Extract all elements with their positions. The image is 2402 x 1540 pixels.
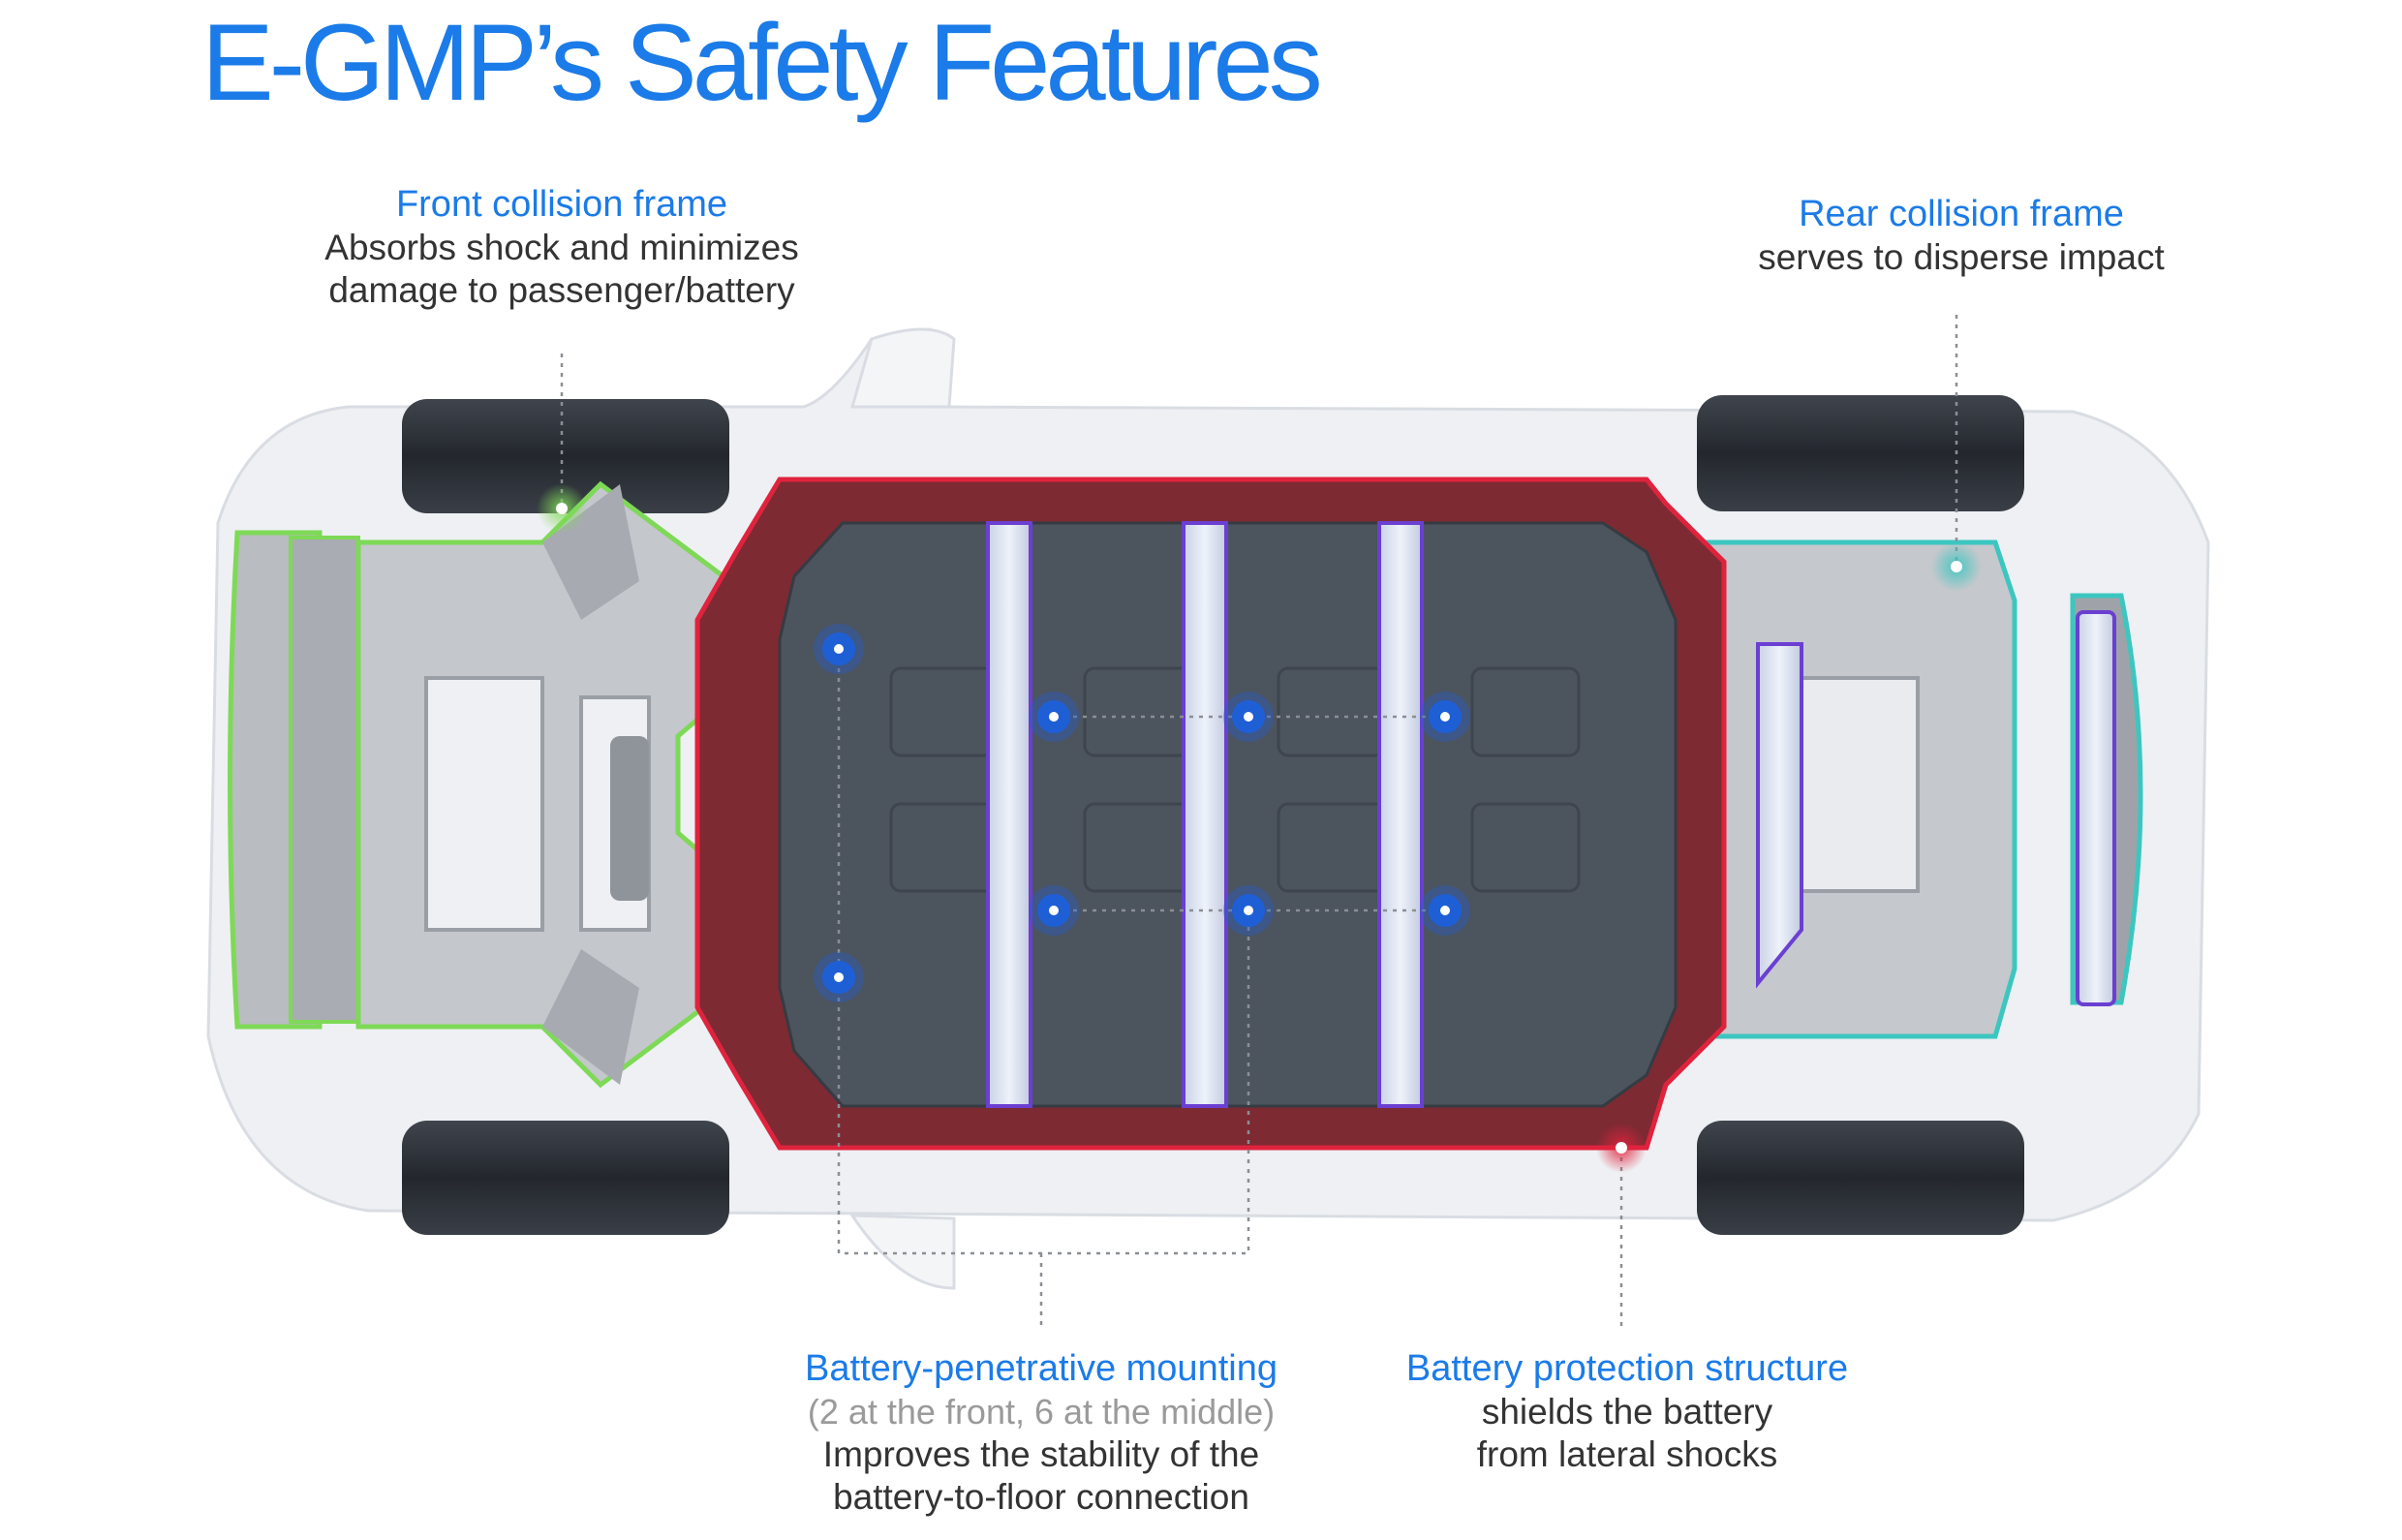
callout-front-collision-frame: Front collision frame Absorbs shock and … (271, 182, 852, 312)
protection-structure-marker (1596, 1123, 1647, 1173)
battery-cross-bar-3 (1377, 521, 1424, 1108)
callout-description-line: Improves the stability of the (822, 1434, 1260, 1474)
wheel-rear-left (1697, 395, 2024, 511)
side-mirror-right (849, 1214, 956, 1290)
callout-battery-protection: Battery protection structure shields the… (1337, 1346, 1918, 1476)
callout-description-line: from lateral shocks (1476, 1434, 1778, 1474)
page-title: E-GMP’s Safety Features (201, 2, 1323, 123)
callout-description-line: Absorbs shock and minimizes (324, 228, 799, 267)
callout-heading: Battery-penetrative mounting (805, 1348, 1278, 1389)
callout-description-line: shields the battery (1481, 1392, 1773, 1432)
callout-heading: Front collision frame (395, 184, 728, 225)
rear-collision-frame (1673, 539, 2143, 1039)
callout-description-line: battery-to-floor connection (833, 1477, 1249, 1517)
mount-point-middle-2 (1223, 692, 1274, 742)
wheel-front-left (402, 399, 729, 513)
callout-heading: Rear collision frame (1799, 194, 2124, 234)
rear-frame-marker (1931, 541, 1982, 592)
callout-note: (2 at the front, 6 at the middle) (807, 1392, 1276, 1432)
callout-heading: Battery protection structure (1405, 1348, 1849, 1389)
battery-mount-points (814, 624, 1470, 1002)
side-mirror-left (850, 327, 956, 409)
callout-battery-mounting: Battery-penetrative mounting (2 at the f… (751, 1346, 1332, 1519)
mount-point-front-1 (814, 624, 864, 674)
mount-point-middle-5 (1223, 885, 1274, 936)
mount-point-middle-1 (1029, 692, 1079, 742)
battery-cross-bar-2 (1182, 521, 1228, 1108)
front-frame-marker (537, 483, 587, 534)
callout-description-line: serves to disperse impact (1758, 237, 2165, 277)
rear-cross-member (1756, 642, 1803, 989)
mount-point-front-2 (814, 952, 864, 1002)
mount-point-middle-4 (1029, 885, 1079, 936)
rear-reinforcement-bar (2076, 610, 2116, 1006)
callout-description-line: damage to passenger/battery (328, 270, 795, 310)
mount-point-middle-6 (1420, 885, 1470, 936)
wheel-rear-right (1697, 1121, 2024, 1235)
wheel-front-right (402, 1121, 729, 1235)
callout-rear-collision-frame: Rear collision frame serves to disperse … (1671, 192, 2252, 279)
mount-point-middle-3 (1420, 692, 1470, 742)
battery-cross-bar-1 (986, 521, 1032, 1108)
front-collision-frame (228, 480, 758, 1089)
